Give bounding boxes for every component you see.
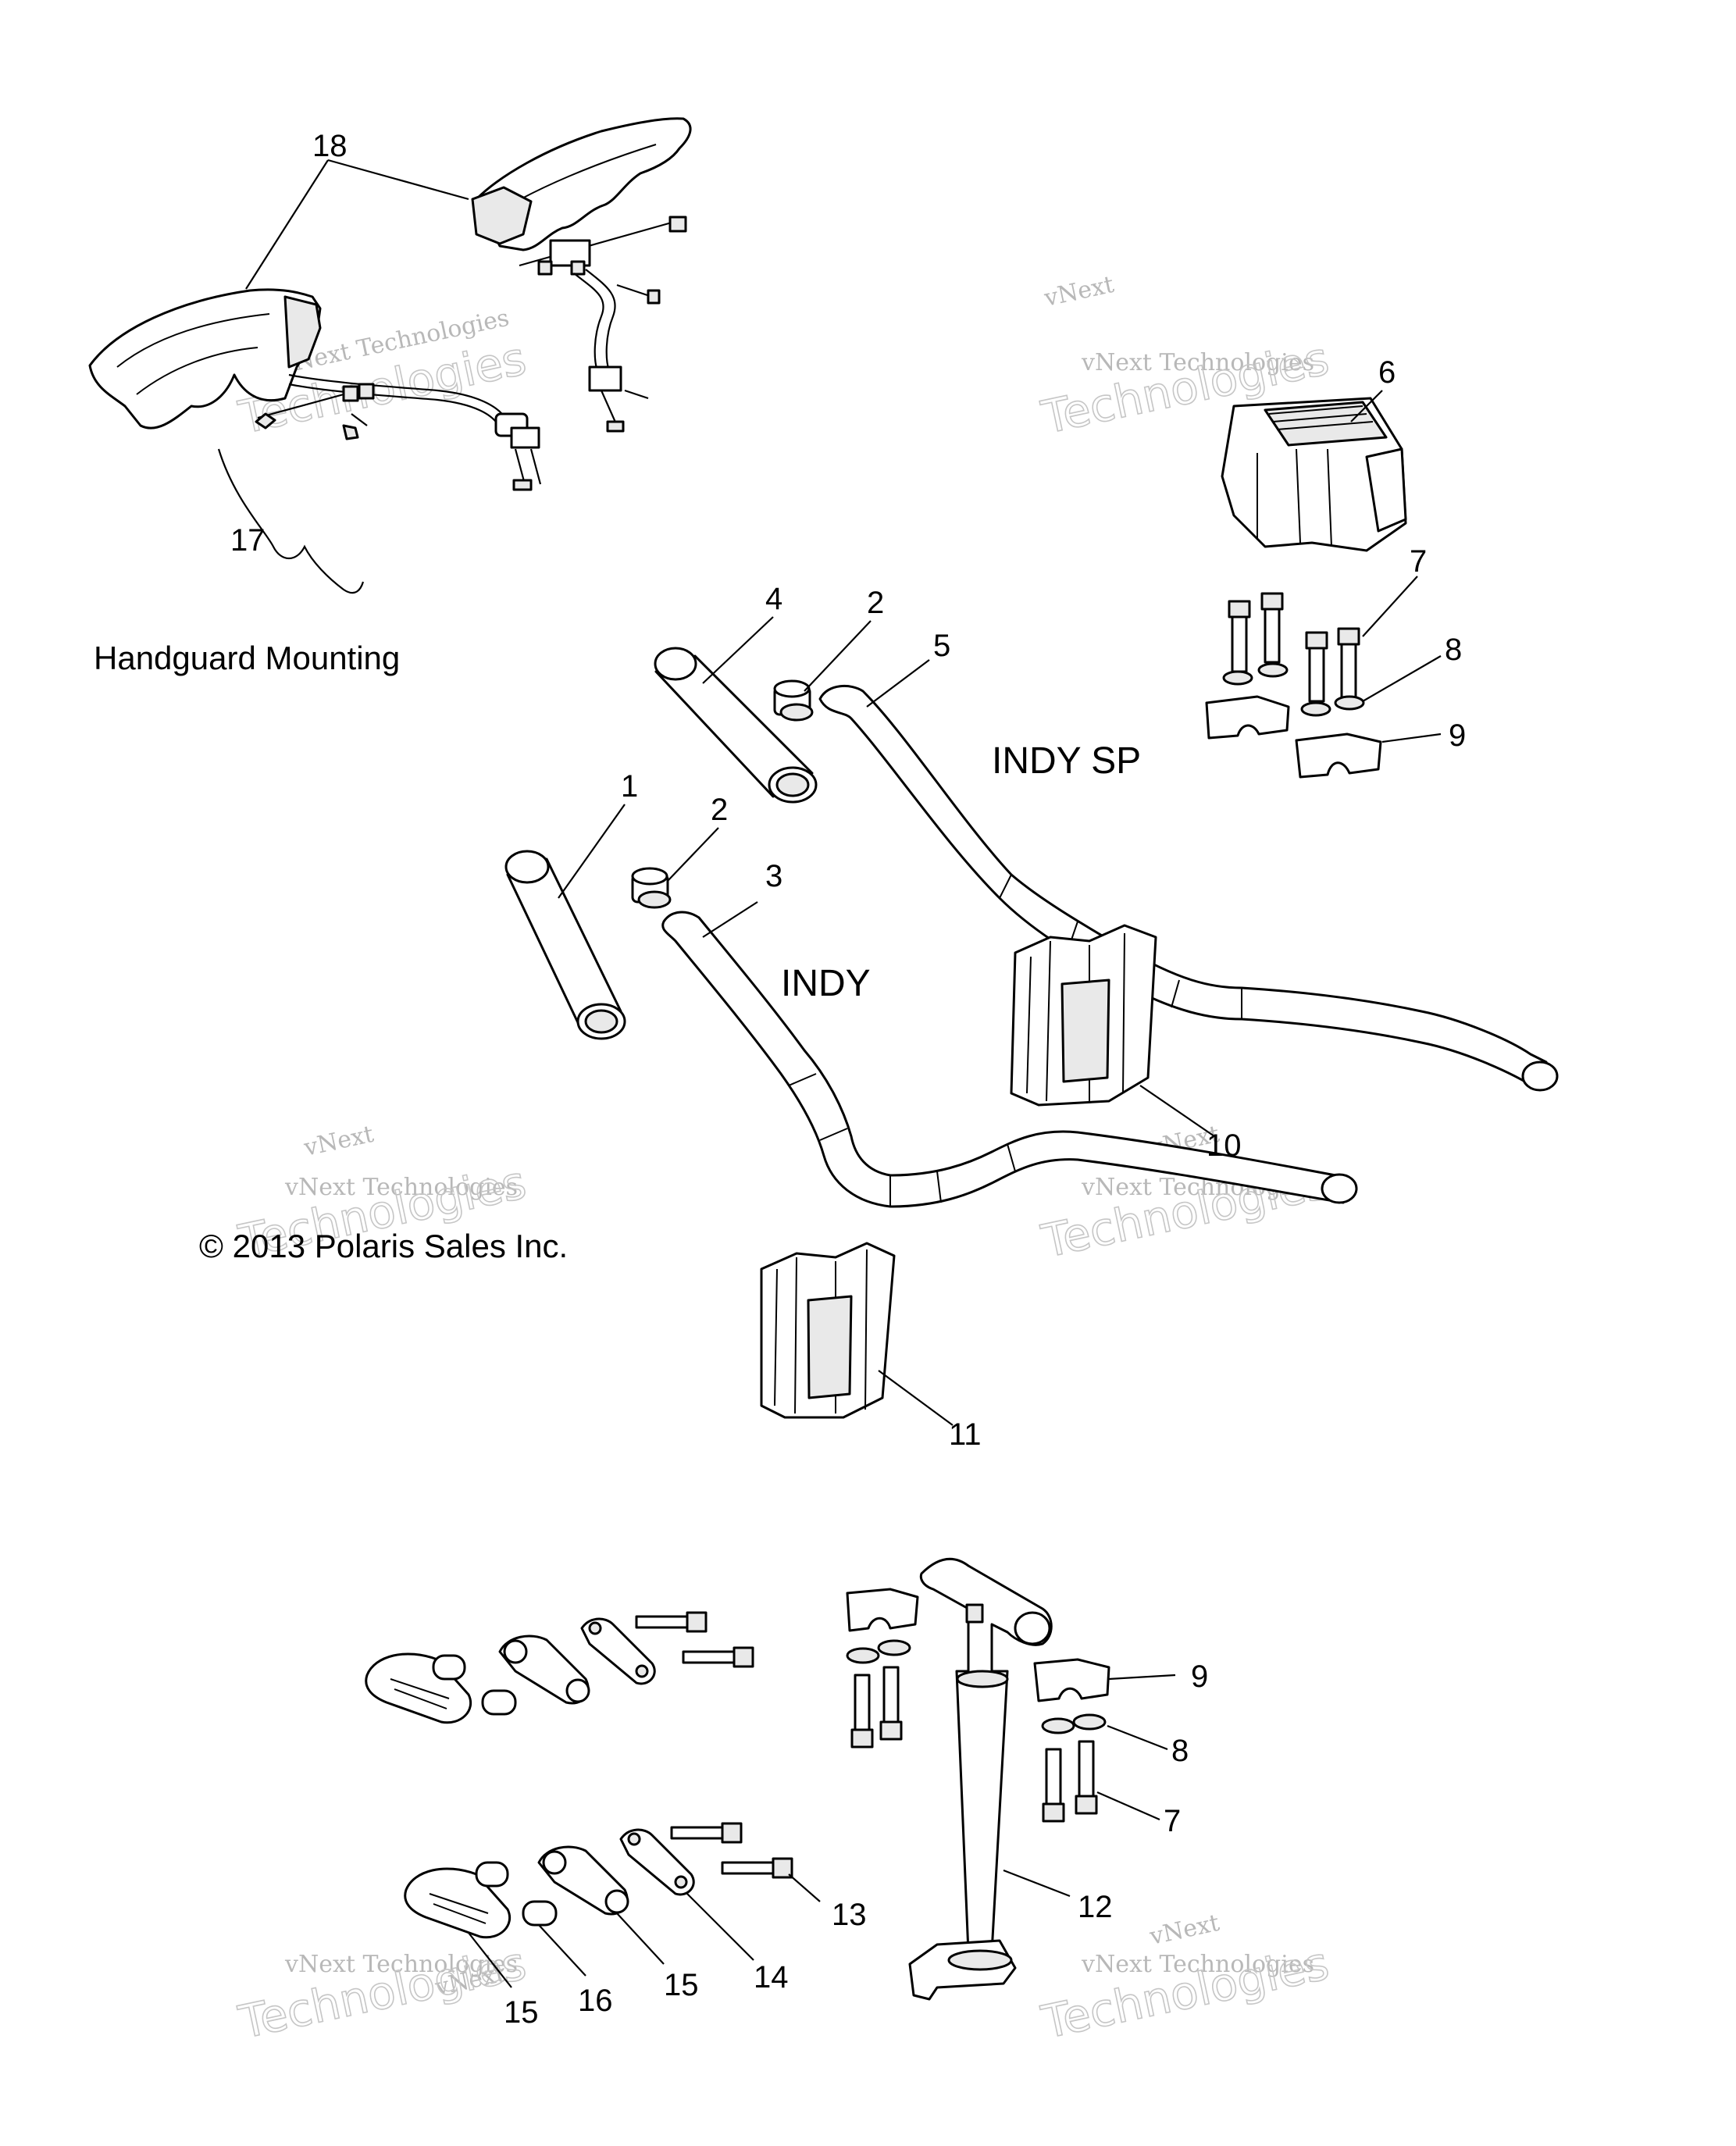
callout-brace-17 (217, 448, 365, 594)
steering-link-group-lower (404, 1822, 793, 1939)
section-label-handguard: Handguard Mounting (94, 640, 400, 676)
callout-10: 10 (1207, 1128, 1242, 1163)
part-2-sleeve-upper (773, 679, 814, 722)
part-7-bolts-upper (1228, 592, 1360, 703)
watermark-bottom-right: vNext vNext Technologies Technologies (1036, 1909, 1334, 2050)
watermark-text: vNext (1146, 1909, 1221, 1951)
leader-10 (1139, 1085, 1215, 1137)
handguard-bracket-right (519, 216, 687, 433)
watermark-text: vNext Technologies (284, 1951, 518, 1978)
model-label-indy-sp: INDY SP (992, 740, 1141, 782)
leader-1 (558, 804, 626, 899)
callout-17: 17 (230, 523, 266, 558)
model-label-indy: INDY (781, 963, 871, 1004)
callout-4: 4 (765, 582, 782, 616)
part-9-riser-clamps-upper (1205, 695, 1382, 779)
callout-13: 13 (832, 1898, 867, 1932)
leader-18 (245, 159, 329, 290)
part-1-grip (504, 850, 626, 1040)
leader-7 (1096, 1791, 1160, 1821)
leader-2 (804, 620, 872, 692)
callout-15: 15 (504, 1995, 539, 2030)
leader-9 (1381, 733, 1442, 743)
leader-8 (1107, 1724, 1168, 1751)
callout-8: 8 (1445, 633, 1462, 667)
callout-6: 6 (1378, 355, 1396, 390)
callout-15: 15 (664, 1968, 699, 2002)
callout-9: 9 (1449, 718, 1466, 753)
leader-8 (1362, 655, 1442, 702)
callout-5: 5 (933, 629, 950, 663)
leader-5 (866, 659, 930, 708)
watermark-text: vNext Technologies (284, 1174, 518, 1201)
leader-14 (686, 1893, 754, 1961)
leader-13 (788, 1873, 821, 1902)
watermark-text: vNext Technologies (1081, 1951, 1314, 1978)
callout-18: 18 (312, 129, 348, 163)
callout-16: 16 (578, 1984, 613, 2018)
leader-11 (878, 1370, 954, 1426)
part-9-riser-clamps-lower (846, 1588, 1110, 1702)
callout-2: 2 (711, 793, 728, 827)
leader-15 (616, 1913, 665, 1965)
callout-14: 14 (754, 1960, 789, 1994)
callout-11: 11 (949, 1417, 982, 1452)
leader-9 (1108, 1674, 1176, 1681)
leader-12 (1003, 1869, 1071, 1898)
leader-18 (327, 159, 469, 201)
copyright-text: © 2013 Polaris Sales Inc. (199, 1228, 568, 1264)
leader-2 (667, 827, 719, 882)
leader-6 (1350, 390, 1383, 422)
watermark-text: vNext Technologies (1081, 349, 1314, 376)
callout-1: 1 (621, 769, 638, 804)
callout-12: 12 (1078, 1890, 1113, 1924)
part-6-riser-cover (1221, 397, 1407, 552)
handguard-right (471, 117, 692, 251)
leader-7 (1362, 576, 1418, 637)
watermark-text: vNext (1041, 271, 1116, 312)
steering-link-group-upper (365, 1611, 754, 1724)
callout-8: 8 (1171, 1734, 1189, 1768)
part-5-handlebar-indy-sp (818, 684, 1559, 1092)
part-3-handlebar-indy (661, 911, 1358, 1208)
callout-9: 9 (1191, 1659, 1208, 1694)
handguard-bracket-left (255, 373, 542, 491)
callout-7: 7 (1164, 1804, 1181, 1838)
part-11-handlebar-pad (760, 1242, 896, 1419)
part-2-sleeve-lower (631, 867, 672, 909)
callout-7: 7 (1410, 544, 1427, 579)
part-10-handlebar-pad (1010, 924, 1157, 1107)
callout-3: 3 (765, 859, 782, 893)
leader-16 (538, 1924, 586, 1977)
watermark-text: vNext (301, 1121, 376, 1162)
handguard-left (88, 288, 322, 430)
leader-4 (702, 616, 774, 684)
leader-3 (702, 901, 758, 938)
part-8-washers-lower (846, 1639, 1107, 1734)
part-7-bolts-lower (850, 1666, 1098, 1823)
part-8-washers-upper (1222, 662, 1365, 717)
watermark-bottom-left: vNext vNext Technologies Technologies (233, 1936, 531, 2050)
callout-2: 2 (867, 586, 884, 620)
part-4-grip (654, 647, 818, 804)
part-12-steering-post (908, 1557, 1053, 2001)
leader-15 (468, 1932, 512, 1988)
